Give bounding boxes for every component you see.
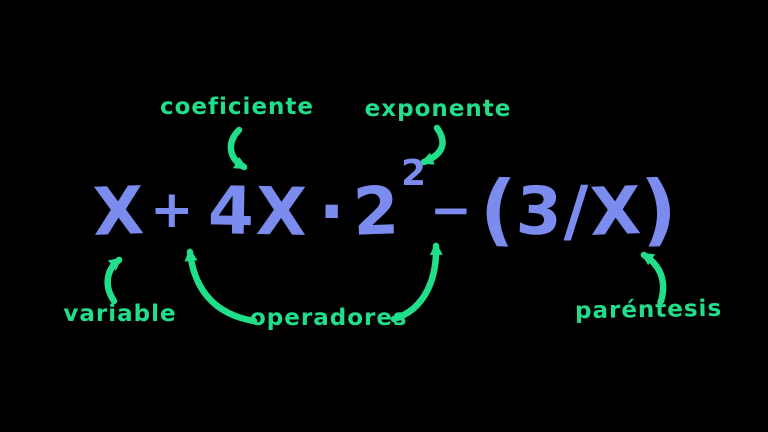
division-slash: / — [563, 172, 589, 251]
label-variable: variable — [63, 301, 177, 327]
label-exponente: exponente — [364, 96, 512, 122]
plus-operator: + — [150, 180, 194, 240]
label-parentesis: paréntesis — [574, 295, 723, 325]
operadores-left-arrow — [184, 248, 258, 325]
base-number: 2 — [351, 172, 401, 251]
numerator-number: 3 — [514, 172, 563, 251]
exponent-number: 2 — [400, 153, 426, 194]
open-parenthesis: ( — [478, 164, 518, 256]
minus-operator: − — [430, 181, 472, 239]
algebraic-expression: X + 4X · 2 2 − ( 3 / X ) — [91, 156, 679, 262]
variable-arrow — [104, 256, 123, 305]
exponente-arrow — [420, 124, 446, 166]
variable-x-term: X — [91, 172, 146, 251]
label-operadores: operadores — [250, 305, 408, 331]
coefficient-term: 4X — [206, 172, 310, 251]
close-parenthesis: ) — [639, 164, 679, 256]
label-coeficiente: coeficiente — [160, 94, 315, 120]
multiplication-dot: · — [318, 171, 345, 253]
denominator-x: X — [588, 172, 643, 251]
